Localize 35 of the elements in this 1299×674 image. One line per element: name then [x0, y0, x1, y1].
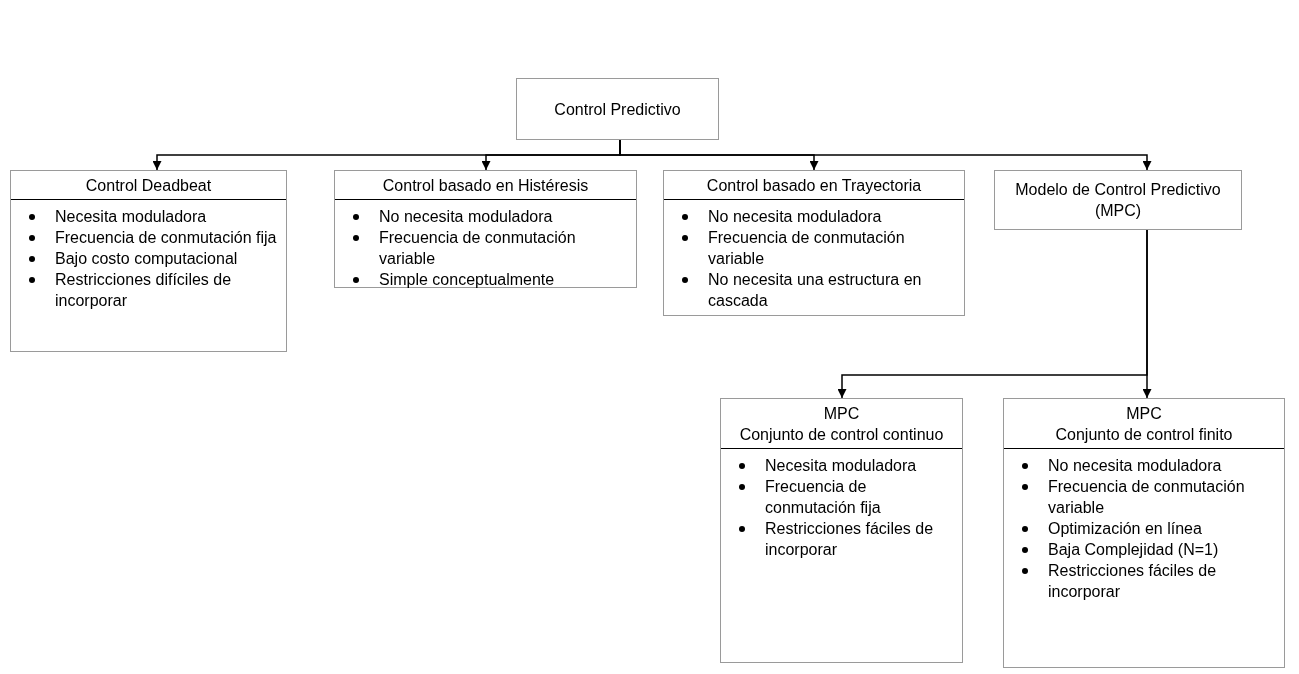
bullet-item: Necesita moduladora: [55, 207, 207, 227]
method-box: [663, 170, 965, 316]
bullet-item: Simple conceptualmente: [379, 270, 555, 290]
bullet-item: Restricciones fáciles de incorporar: [765, 519, 935, 560]
category-box: [516, 78, 719, 140]
method-box: [1003, 398, 1285, 668]
bullet-item: Frecuencia de conmutación variable: [1048, 477, 1246, 518]
box-heading: Modelo de Control Predictivo (MPC): [1014, 180, 1222, 221]
bullet-item: No necesita moduladora: [1048, 456, 1222, 476]
bullet-item: Restricciones difíciles de incorporar: [55, 270, 233, 311]
box-heading: Control basado en Histéresis: [382, 176, 589, 196]
bullet-item: Frecuencia de conmutación fija: [55, 228, 277, 248]
bullet-item: Baja Complejidad (N=1): [1048, 540, 1219, 560]
box-heading: Conjunto de control continuo: [739, 425, 944, 445]
box-heading: MPC: [1126, 404, 1162, 424]
category-box: [994, 170, 1242, 230]
arrow: [1142, 229, 1152, 399]
bullet-item: Frecuencia de conmutación variable: [708, 228, 906, 269]
box-heading: MPC: [823, 404, 860, 424]
method-box: [10, 170, 287, 352]
box-heading: Conjunto de control finito: [1055, 425, 1233, 445]
bullet-item: Bajo costo computacional: [55, 249, 238, 269]
bullet-item: Optimización en línea: [1048, 519, 1202, 539]
bullet-item: No necesita una estructura en cascada: [708, 270, 923, 311]
bullet-item: Necesita moduladora: [765, 456, 917, 476]
bullet-item: Frecuencia de conmutación variable: [379, 228, 577, 269]
bullet-item: Frecuencia de conmutación fija: [765, 477, 882, 518]
method-box: [334, 170, 637, 288]
method-box: [720, 398, 963, 663]
box-heading: Control Deadbeat: [85, 176, 212, 196]
bullet-item: No necesita moduladora: [379, 207, 553, 227]
bullet-item: No necesita moduladora: [708, 207, 882, 227]
bullet-item: Restricciones fáciles de incorporar: [1048, 561, 1218, 602]
box-heading: Control basado en Trayectoria: [706, 176, 922, 196]
box-heading: Control Predictivo: [554, 99, 681, 120]
